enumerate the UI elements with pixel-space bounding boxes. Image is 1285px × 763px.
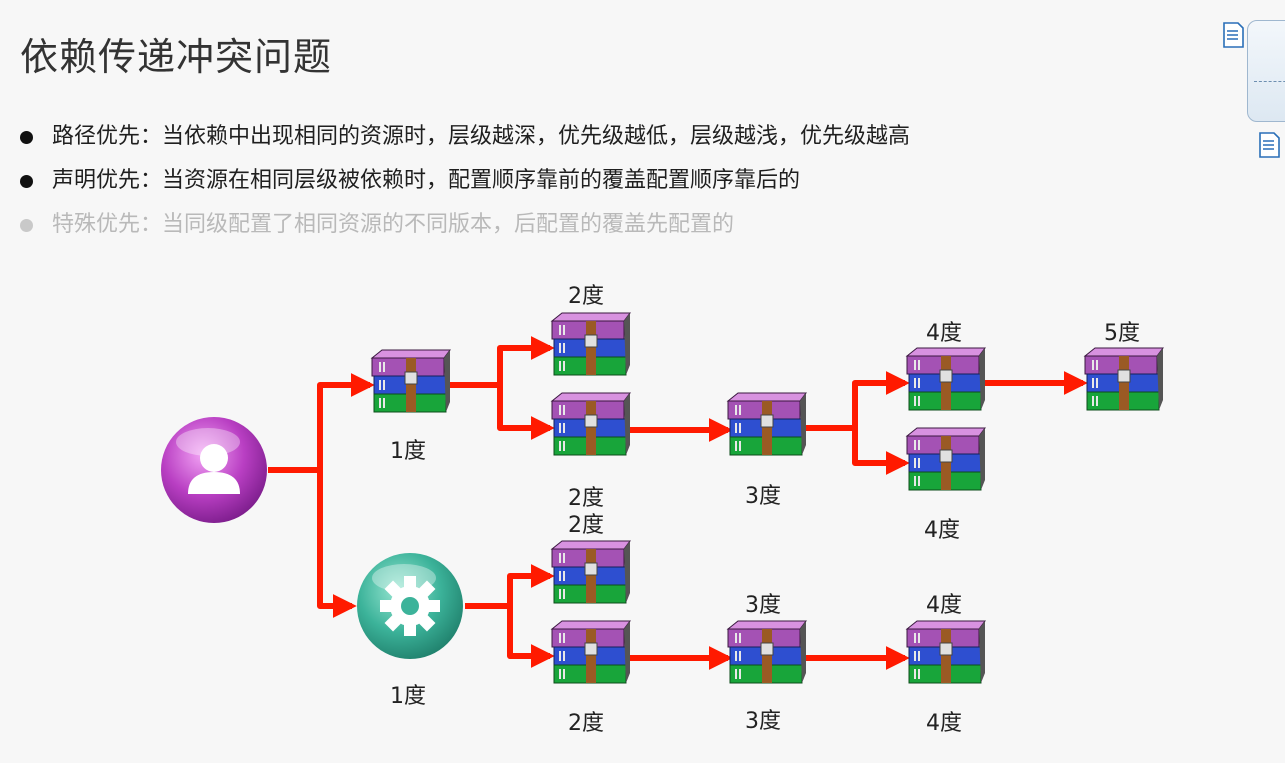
degree-label: 3度	[745, 593, 781, 618]
degree-label: 3度	[745, 709, 781, 734]
bullet-path-priority: 路径优先：当依赖中出现相同的资源时，层级越深，优先级越低，层级越浅，优先级越高	[20, 118, 910, 162]
package-icon	[727, 620, 807, 684]
arrow-top-3-top-4b	[805, 425, 910, 475]
bullet-dot	[20, 219, 33, 232]
arrow-user-gear	[268, 467, 357, 618]
divider	[1254, 81, 1285, 82]
note-icon[interactable]	[1258, 132, 1280, 158]
package-icon	[727, 392, 807, 456]
arrow-user-top-1	[268, 373, 375, 473]
degree-label: 2度	[568, 284, 604, 309]
package-icon	[906, 620, 986, 684]
user-icon	[161, 417, 267, 523]
bullet-text: 声明优先：当资源在相同层级被依赖时，配置顺序靠前的覆盖配置顺序靠后的	[52, 168, 801, 193]
degree-label: 4度	[926, 321, 962, 346]
arrow-gear-bot-2a	[465, 564, 555, 609]
bullet-dot	[20, 175, 33, 188]
slide-title: 依赖传递冲突问题	[20, 35, 333, 79]
bullet-text: 路径优先：当依赖中出现相同的资源时，层级越深，优先级越低，层级越浅，优先级越高	[52, 124, 911, 149]
package-icon	[551, 540, 631, 604]
package-icon	[371, 349, 451, 413]
degree-label: 2度	[568, 513, 604, 538]
arrow-gear-bot-2b	[465, 603, 555, 668]
degree-label: 1度	[390, 684, 426, 709]
package-icon	[1084, 347, 1164, 411]
degree-label: 1度	[390, 439, 426, 464]
degree-label: 2度	[568, 486, 604, 511]
degree-label: 4度	[924, 518, 960, 543]
degree-label: 4度	[926, 593, 962, 618]
package-icon	[906, 347, 986, 411]
arrow-top-1-top-2a	[448, 336, 555, 388]
package-icon	[551, 620, 631, 684]
package-icon	[906, 427, 986, 491]
degree-label: 4度	[926, 711, 962, 736]
arrow-top-1-top-2b	[448, 382, 555, 440]
degree-label: 5度	[1104, 321, 1140, 346]
degree-label: 2度	[568, 711, 604, 736]
package-icon	[551, 392, 631, 456]
bullet-dot	[20, 131, 33, 144]
side-thumbnail-panel[interactable]	[1247, 20, 1285, 122]
bullet-text: 特殊优先：当同级配置了相同资源的不同版本，后配置的覆盖先配置的	[52, 212, 735, 237]
bullet-declare-priority: 声明优先：当资源在相同层级被依赖时，配置顺序靠前的覆盖配置顺序靠后的	[20, 162, 910, 206]
degree-label: 3度	[745, 484, 781, 509]
bullet-list: 路径优先：当依赖中出现相同的资源时，层级越深，优先级越低，层级越浅，优先级越高 …	[20, 118, 910, 250]
arrow-top-3-top-4a	[805, 371, 910, 431]
note-icon[interactable]	[1222, 22, 1244, 48]
package-icon	[551, 312, 631, 376]
bullet-special-priority: 特殊优先：当同级配置了相同资源的不同版本，后配置的覆盖先配置的	[20, 206, 910, 250]
gear-icon	[357, 553, 463, 659]
